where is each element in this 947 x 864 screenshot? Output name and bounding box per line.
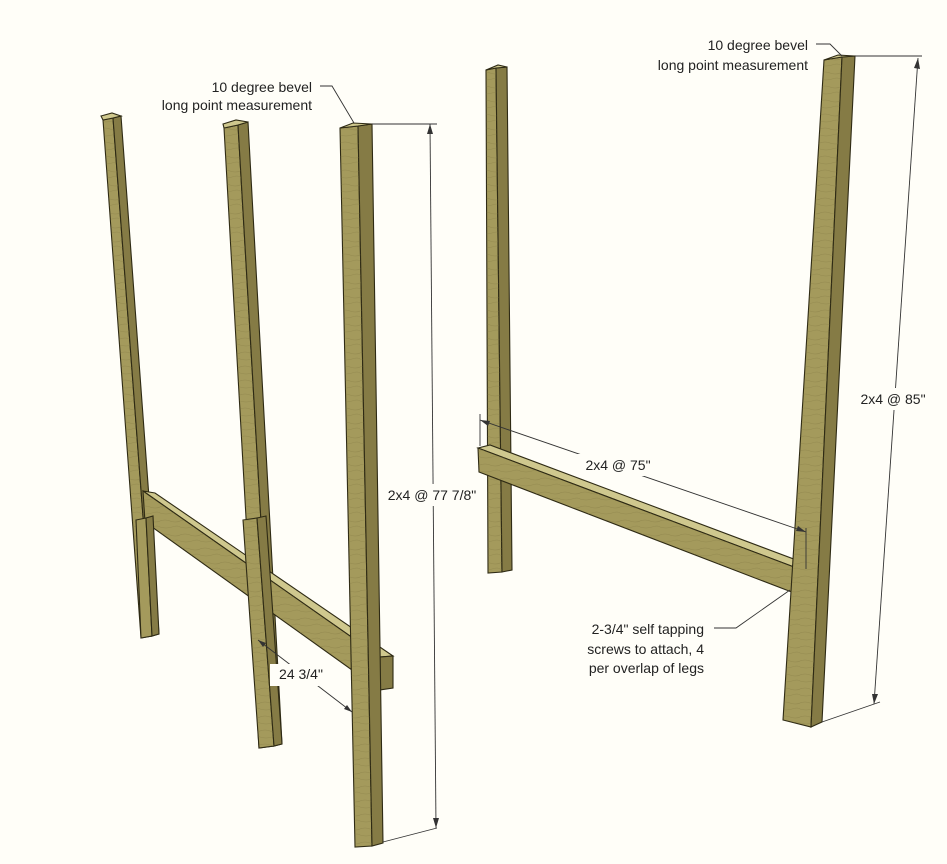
screws-note-line2: screws to attach, 4 [587,641,704,657]
bevel-right-label-line1: 10 degree bevel [708,37,808,53]
bevel-right-label-line2: long point measurement [658,57,808,73]
right-front-leg [782,54,856,728]
screws-note-line1: 2-3/4" self tapping [592,621,704,637]
dim-right-leg-height [821,55,922,723]
leader-left-bevel [320,85,355,124]
leader-screws [714,589,791,629]
rail-right-length-label: 2x4 @ 75" [585,457,650,473]
dim-left-leg-height [372,123,439,843]
left-middle-leg-front [242,515,283,749]
right-back-leg [485,64,513,574]
bevel-left-label-line1: 10 degree bevel [212,79,312,95]
rail-right-label-bg [576,454,660,476]
leader-right-bevel [816,43,843,57]
left-front-leg [339,122,384,848]
leg-left-length-label: 2x4 @ 77 7/8" [388,487,476,503]
leg-left-label-bg [380,484,484,506]
left-far-leg [100,112,160,639]
spacing-left-label: 24 3/4" [279,666,323,682]
right-crossbar [476,444,817,597]
left-far-leg-front [135,515,160,639]
leg-right-length-label: 2x4 @ 85" [860,391,925,407]
leg-right-label-bg [852,388,934,410]
bevel-left-label-line2: long point measurement [162,97,312,113]
spacing-label-bg [270,664,332,686]
screws-note-line3: per overlap of legs [589,660,704,676]
